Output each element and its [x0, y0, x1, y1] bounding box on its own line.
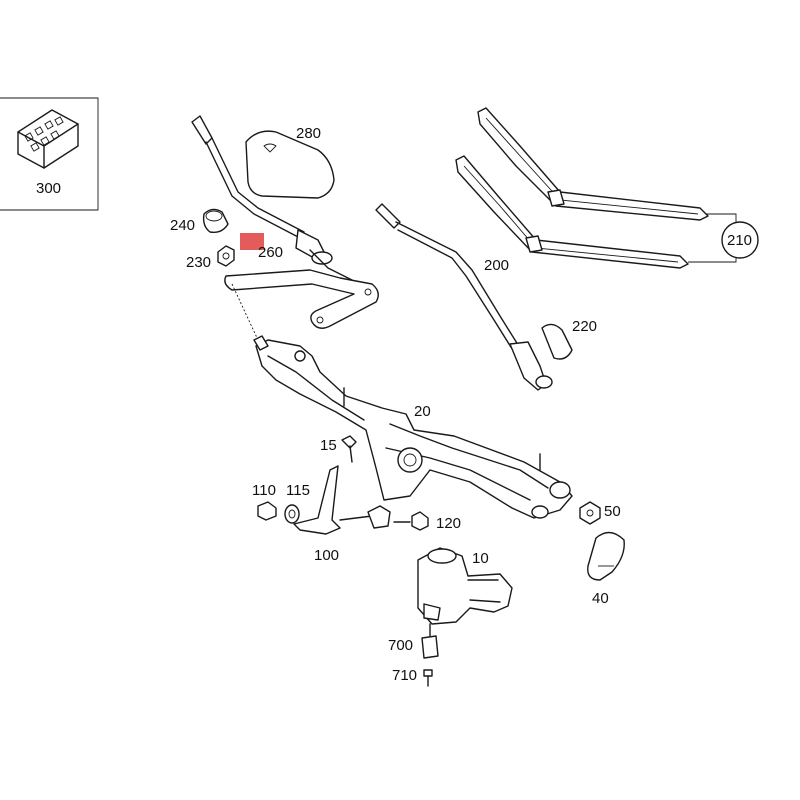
part-300-inset: 300	[0, 97, 99, 211]
label-300: 300	[36, 180, 61, 197]
label-200: 200	[484, 257, 509, 274]
part-115-washer	[284, 504, 300, 524]
part-700-connector	[421, 623, 439, 659]
label-100: 100	[314, 547, 339, 564]
label-10: 10	[472, 550, 489, 567]
part-40-seal	[587, 531, 625, 581]
label-110: 110	[252, 482, 276, 499]
label-20: 20	[414, 403, 431, 420]
label-280: 280	[296, 125, 321, 142]
label-230: 230	[186, 254, 211, 271]
label-710: 710	[392, 667, 417, 684]
label-115: 115	[286, 482, 310, 499]
highlight-260	[240, 233, 264, 250]
part-210-wiper-blades	[455, 107, 759, 269]
label-40: 40	[592, 590, 609, 607]
part-200-wiper-arm-right	[375, 203, 553, 391]
part-710-screw	[423, 669, 433, 687]
part-20-linkage-frame	[253, 335, 573, 519]
part-15-bolt	[341, 435, 357, 463]
part-120-nut	[393, 511, 429, 531]
label-260: 260	[258, 244, 283, 261]
part-220-cap	[541, 323, 573, 360]
connector-300-icon	[17, 109, 79, 169]
part-100-bracket	[293, 465, 373, 535]
label-15: 15	[320, 437, 337, 454]
label-210: 210	[727, 232, 752, 249]
label-220: 220	[572, 318, 597, 335]
part-280-cover	[245, 130, 335, 199]
label-240: 240	[170, 217, 195, 234]
linkage-arm	[224, 269, 379, 341]
frame-mount-bracket	[367, 505, 391, 529]
part-260-wiper-arm-left	[191, 115, 353, 281]
part-230-nut	[217, 245, 235, 267]
part-110-bolt	[257, 501, 277, 521]
part-50-nut	[579, 501, 601, 525]
label-700: 700	[388, 637, 413, 654]
label-120: 120	[436, 515, 461, 532]
label-50: 50	[604, 503, 621, 520]
part-10-motor	[417, 547, 513, 625]
part-240-cap	[202, 208, 229, 234]
